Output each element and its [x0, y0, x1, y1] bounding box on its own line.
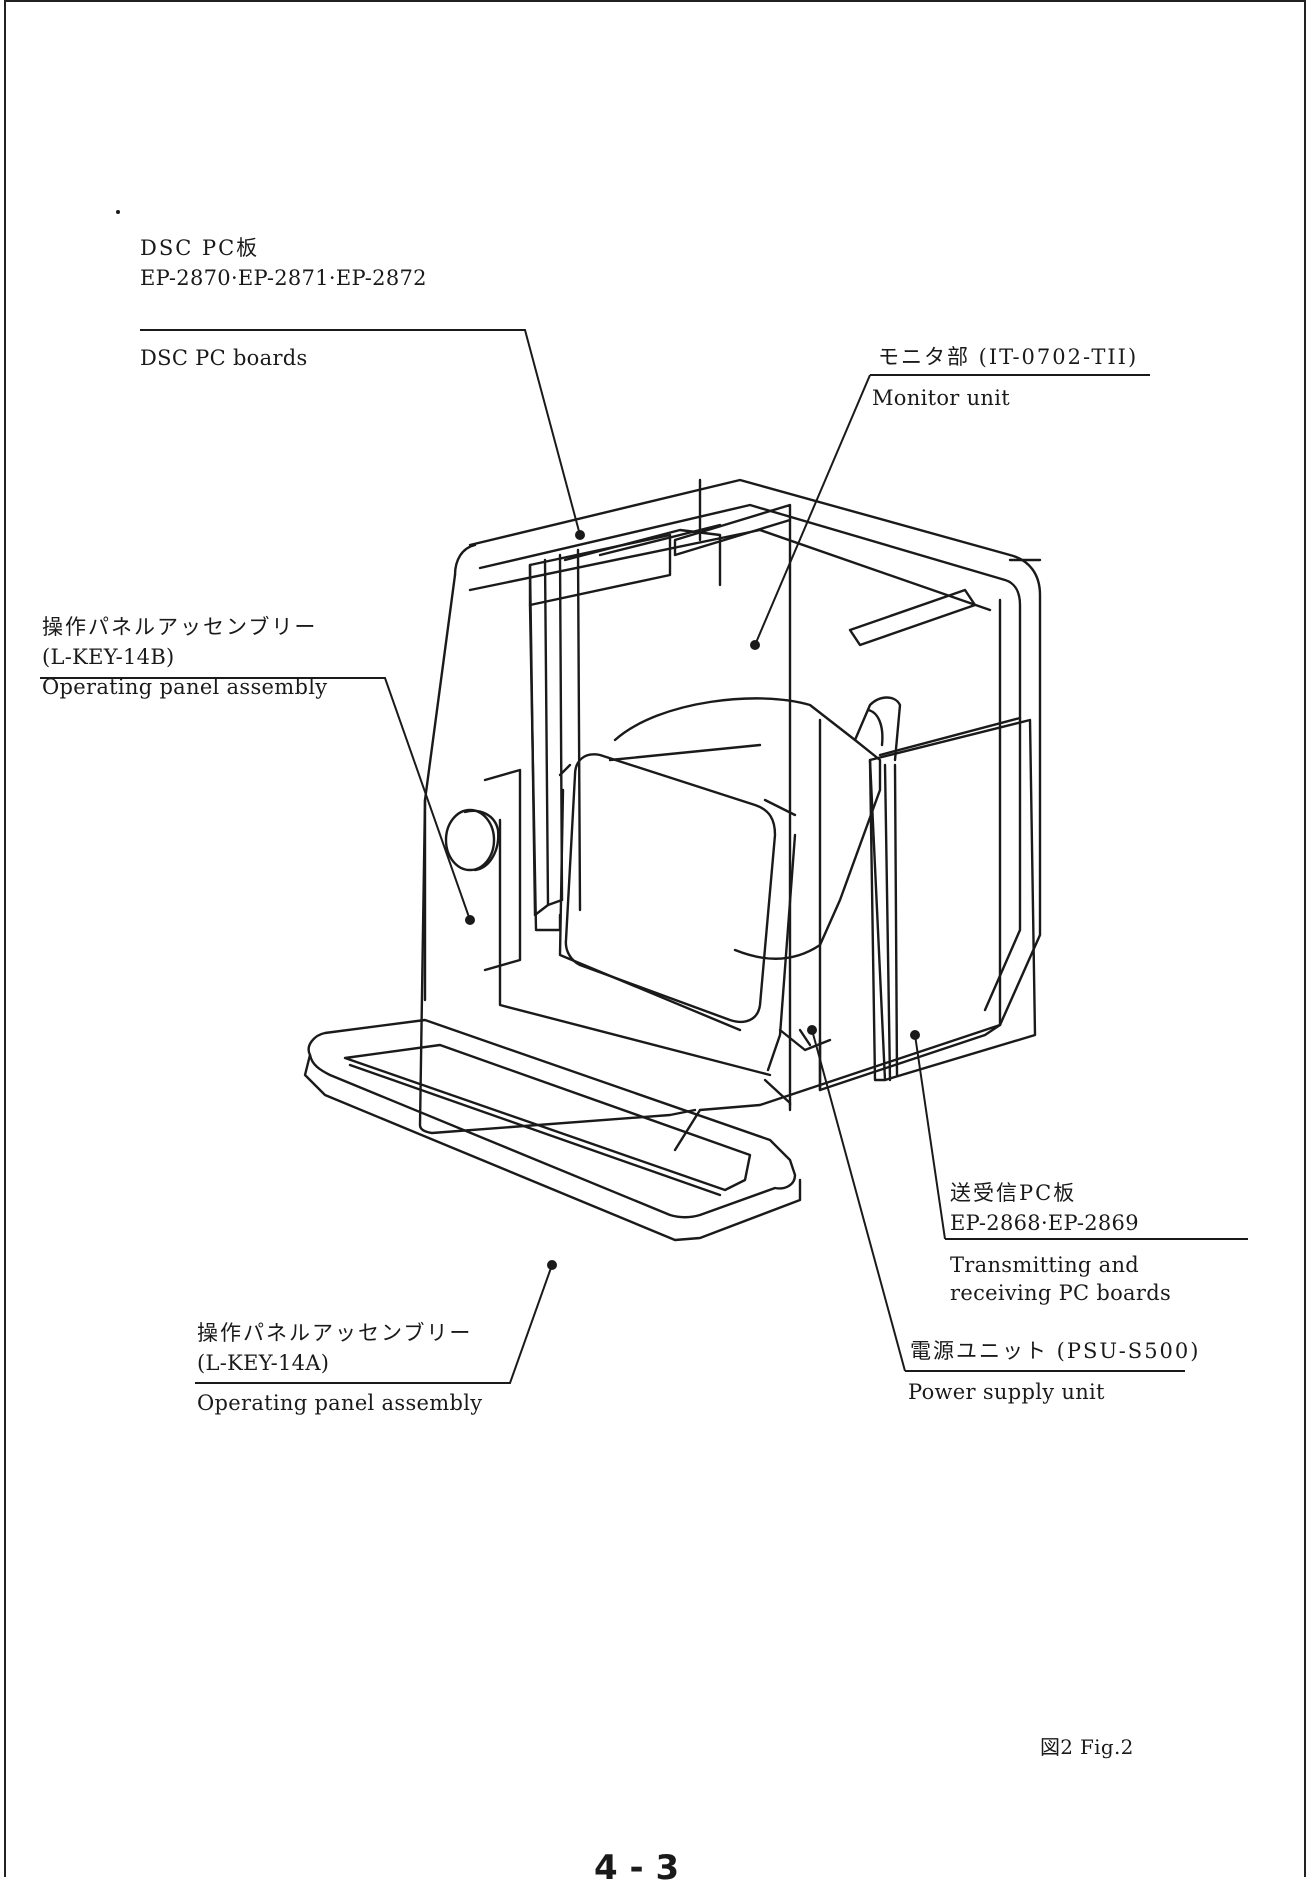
- psu-label-jp: 電源ユニット (PSU-S500): [910, 1339, 1201, 1363]
- leader-panel-a: [195, 1264, 553, 1384]
- panel-a-label-jp: 操作パネルアッセンブリー: [197, 1321, 473, 1345]
- txrx-boards: [868, 718, 1037, 1082]
- keyboard-panel: [307, 1018, 797, 1219]
- dsc-label-en: DSC PC boards: [140, 346, 308, 370]
- txrx-label-model: EP-2868·EP-2869: [950, 1211, 1139, 1235]
- monitor-screen: [564, 753, 777, 1024]
- panel-a-label-en: Operating panel assembly: [197, 1391, 483, 1415]
- txrx-label-en1: Transmitting and: [950, 1253, 1140, 1277]
- leader-monitor: [754, 374, 1150, 646]
- leader-panel-b: [40, 677, 471, 921]
- panel-a-label-model: (L-KEY-14A): [197, 1351, 330, 1375]
- psu-label-en: Power supply unit: [908, 1380, 1105, 1404]
- control-knob: [444, 808, 496, 872]
- monitor-housing: [613, 697, 882, 960]
- txrx-label-jp: 送受信PC板: [950, 1181, 1077, 1205]
- dsc-label-jp: DSC PC板: [140, 236, 260, 260]
- page-number: 4 - 3: [594, 1848, 680, 1888]
- leader-dsc: [140, 329, 581, 536]
- figure-caption: 図2 Fig.2: [1040, 1735, 1134, 1759]
- panel-b-label-jp: 操作パネルアッセンブリー: [42, 615, 318, 639]
- leader-psu: [811, 1029, 1185, 1372]
- panel-b-label-en: Operating panel assembly: [42, 675, 328, 699]
- txrx-label-en2: receiving PC boards: [950, 1281, 1172, 1305]
- crt-neck: [853, 696, 902, 762]
- dsc-label-model: EP-2870·EP-2871·EP-2872: [140, 266, 427, 290]
- page-border: [4, 0, 1306, 1877]
- leader-txrx: [914, 1034, 1248, 1240]
- cabinet-outline: [468, 478, 1042, 1152]
- monitor-label-jp: モニタ部 (IT-0702-TII): [878, 345, 1139, 369]
- panel-b-label-model: (L-KEY-14B): [42, 645, 175, 669]
- monitor-label-en: Monitor unit: [872, 386, 1010, 410]
